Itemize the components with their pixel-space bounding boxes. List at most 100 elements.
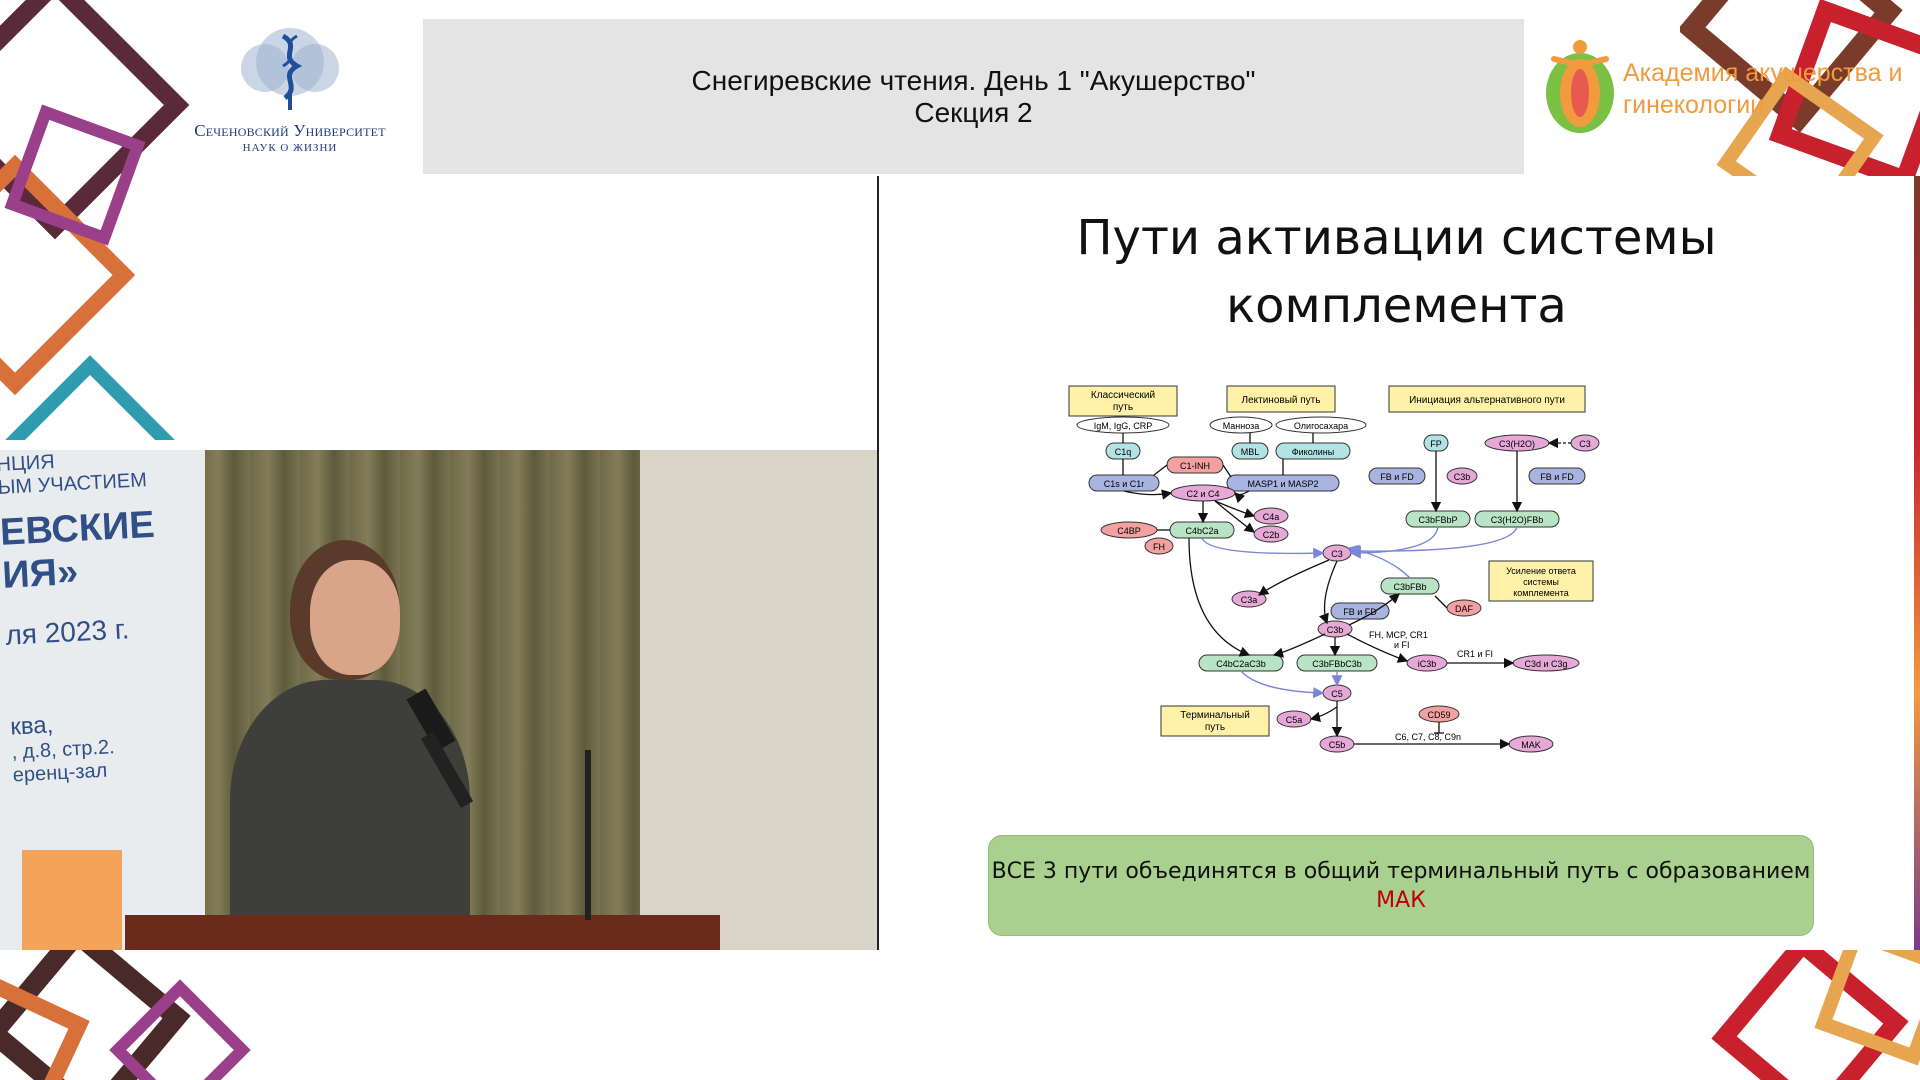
speaker-video[interactable]: НЦИЯ ЫМ УЧАСТИЕМ ЕВСКИЕ ИЯ» ля 2023 г. к…	[0, 450, 878, 950]
lectin-pathway-label: Лектиновый путь	[1242, 395, 1321, 406]
classic-pathway-box: Классический путь	[1068, 385, 1178, 417]
node-c3h2o: C3(H2O)	[1484, 434, 1550, 452]
node-c3: C3	[1322, 544, 1352, 562]
node-c2c4: C2 и C4	[1170, 484, 1236, 502]
academy-logo: Академия акушерства и гинекологии	[1540, 35, 1920, 145]
event-banner: НЦИЯ ЫМ УЧАСТИЕМ ЕВСКИЕ ИЯ» ля 2023 г. к…	[0, 450, 205, 950]
node-c3dg: C3d и C3g	[1512, 654, 1580, 672]
node-c3b-top: C3b	[1446, 467, 1478, 485]
svg-text:C3bFBb: C3bFBb	[1393, 582, 1426, 592]
svg-text:C4bC2a: C4bC2a	[1185, 526, 1218, 536]
svg-text:C2 и C4: C2 и C4	[1186, 489, 1219, 499]
svg-text:C3d и C3g: C3d и C3g	[1524, 659, 1567, 669]
pathway-arrows	[1122, 433, 1571, 750]
lectin-pathway-box: Лектиновый путь	[1226, 385, 1336, 413]
university-tagline: НАУК О ЖИЗНИ	[242, 142, 338, 154]
node-c1inh: C1-INH	[1166, 456, 1224, 474]
academy-name: Академия акушерства и гинекологии	[1623, 57, 1902, 121]
panel-divider	[877, 176, 879, 950]
svg-text:C3b: C3b	[1454, 472, 1471, 482]
classic-pathway-label: Классический	[1091, 390, 1155, 401]
svg-text:MAK: MAK	[1521, 740, 1541, 750]
node-fh: FH	[1144, 537, 1174, 555]
node-c3bfbbc3b: C3bFBbC3b	[1296, 654, 1378, 672]
regulators-label: FH, MCP, CR1	[1369, 630, 1428, 640]
academy-name-line1: Академия акушерства и	[1623, 59, 1903, 87]
banner-qr-card	[22, 850, 122, 950]
node-c5b: C5b	[1319, 735, 1355, 753]
svg-text:путь: путь	[1205, 722, 1225, 733]
summary-text: ВСЕ 3 пути объединятся в общий терминаль…	[991, 858, 1811, 884]
terminal-pathway-box: Терминальный путь	[1160, 705, 1270, 737]
svg-text:C4bC2aC3b: C4bC2aC3b	[1216, 659, 1266, 669]
academy-emblem-icon	[1546, 40, 1614, 133]
svg-text:C3(H2O)FBb: C3(H2O)FBb	[1491, 515, 1544, 525]
svg-text:iC3b: iC3b	[1418, 659, 1437, 669]
section-title: Секция 2	[914, 96, 1033, 128]
decor-top-left	[0, 0, 200, 440]
node-c5a: C5a	[1276, 710, 1312, 728]
node-igm: IgM, IgG, CRP	[1076, 416, 1170, 434]
svg-text:C3bFBbC3b: C3bFBbC3b	[1312, 659, 1362, 669]
node-ficolins: Фиколины	[1275, 442, 1351, 460]
svg-text:C1-INH: C1-INH	[1180, 461, 1210, 471]
svg-text:Манноза: Манноза	[1223, 421, 1260, 431]
svg-text:FB и FD: FB и FD	[1540, 472, 1574, 482]
node-mannose: Манноза	[1209, 416, 1273, 434]
node-mbl: MBL	[1231, 442, 1269, 460]
svg-text:FH: FH	[1153, 542, 1165, 552]
decor-bottom-left	[0, 950, 260, 1080]
node-c4bp: C4BP	[1100, 521, 1158, 539]
header-bar: Снегиревские чтения. День 1 "Акушерство"…	[423, 19, 1524, 174]
svg-text:FB и FD: FB и FD	[1343, 607, 1377, 617]
svg-text:C5: C5	[1331, 689, 1343, 699]
node-c3h2ofbb: C3(H2O)FBb	[1474, 510, 1560, 528]
node-c3bfbbp: C3bFBbP	[1405, 510, 1471, 528]
svg-text:C3bFBbP: C3bFBbP	[1418, 515, 1457, 525]
svg-text:Олигосахара: Олигосахара	[1294, 421, 1348, 431]
classic-pathway-label: путь	[1113, 402, 1133, 413]
svg-text:C3: C3	[1331, 549, 1343, 559]
svg-text:C5b: C5b	[1329, 740, 1346, 750]
slide-title: Пути активации системы комплемента	[879, 204, 1914, 340]
slide-title-line1: Пути активации системы	[1076, 210, 1717, 266]
svg-text:CD59: CD59	[1427, 710, 1450, 720]
node-cd59: CD59	[1418, 705, 1460, 723]
svg-text:DAF: DAF	[1455, 604, 1474, 614]
event-title: Снегиревские чтения. День 1 "Акушерство"	[691, 64, 1256, 96]
node-fbfd-1: FB и FD	[1368, 467, 1426, 485]
banner-line: ЕВСКИЕ	[0, 503, 156, 554]
microphone-stand	[585, 750, 591, 920]
node-c3a: C3a	[1231, 590, 1267, 608]
svg-text:FB и FD: FB и FD	[1380, 472, 1414, 482]
node-c3-source: C3	[1570, 434, 1600, 452]
regulators-label: и FI	[1394, 640, 1410, 650]
summary-highlight: МАК	[1376, 887, 1426, 913]
university-name: Сеченовский Университет	[194, 121, 386, 140]
node-mak: MAK	[1508, 735, 1554, 753]
node-c4bc2a: C4bC2a	[1169, 521, 1235, 539]
presentation-slide: Пути активации системы комплемента Класс…	[879, 176, 1914, 950]
svg-text:MBL: MBL	[1241, 447, 1260, 457]
node-c2b: C2b	[1253, 525, 1289, 543]
svg-text:C1s и C1r: C1s и C1r	[1104, 479, 1145, 489]
svg-text:C3b: C3b	[1327, 625, 1344, 635]
node-c1q: C1q	[1105, 442, 1141, 460]
svg-text:Усиление ответа: Усиление ответа	[1506, 566, 1576, 576]
node-c1s: C1s и C1r	[1088, 474, 1160, 492]
node-fp: FP	[1423, 434, 1449, 452]
svg-text:C4BP: C4BP	[1117, 526, 1141, 536]
sechenov-logo: Сеченовский Университет НАУК О ЖИЗНИ	[180, 22, 400, 157]
svg-text:C3a: C3a	[1241, 595, 1258, 605]
svg-text:C5a: C5a	[1286, 715, 1303, 725]
svg-text:C2b: C2b	[1263, 530, 1280, 540]
svg-text:C1q: C1q	[1115, 447, 1132, 457]
podium	[125, 915, 720, 950]
svg-text:системы: системы	[1523, 577, 1559, 587]
svg-text:C4a: C4a	[1263, 512, 1280, 522]
svg-text:C3(H2O): C3(H2O)	[1499, 439, 1535, 449]
node-fbfd-3: FB и FD	[1330, 602, 1390, 620]
svg-text:FP: FP	[1430, 439, 1442, 449]
svg-text:Фиколины: Фиколины	[1292, 447, 1334, 457]
node-c5: C5	[1322, 684, 1352, 702]
